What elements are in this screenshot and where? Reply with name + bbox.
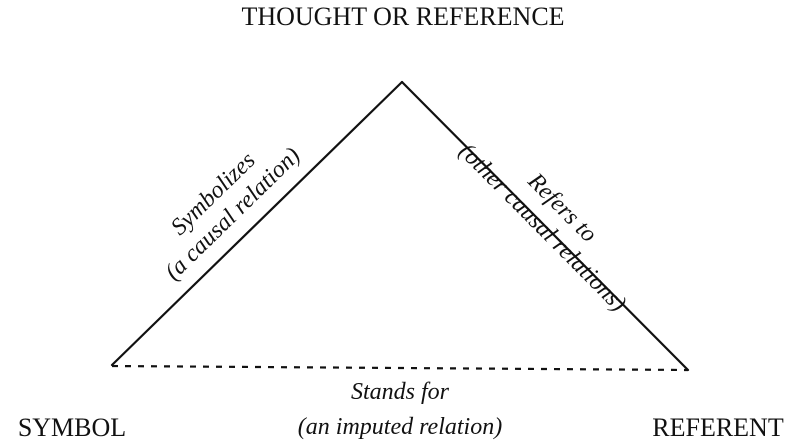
edge-stands-for-dashed-line <box>111 364 689 372</box>
stands-for-label: Stands for <box>351 379 450 405</box>
stands-for-relation-label: (an imputed relation) <box>298 414 502 440</box>
edge-label-symbolizes: Symbolizes (a causal relation) <box>160 143 305 286</box>
refers-to-relation-label: (other causal relations) <box>454 138 632 317</box>
edge-refers-to-line <box>400 80 690 372</box>
edge-label-refers-to: Refers to (other causal relations) <box>454 138 632 317</box>
edge-symbolizes-line <box>110 80 404 367</box>
left-label-symbol: SYMBOL <box>18 413 126 442</box>
apex-label-thought-or-reference: THOUGHT OR REFERENCE <box>241 2 564 31</box>
right-label-referent: REFERENT <box>652 413 784 442</box>
